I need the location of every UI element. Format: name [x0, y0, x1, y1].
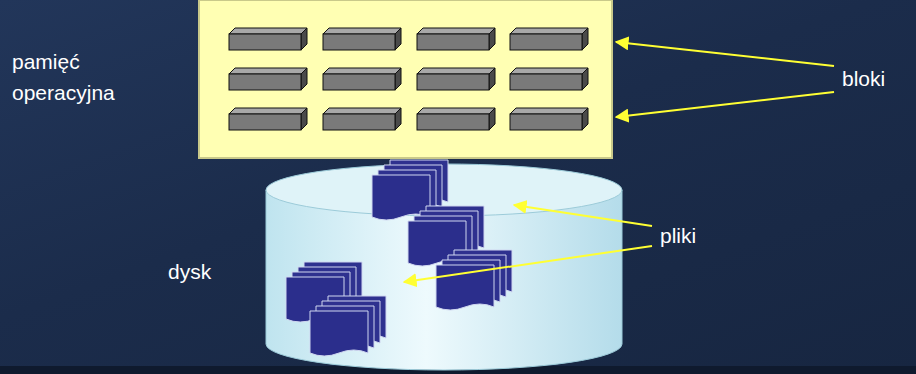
file-stacks — [286, 160, 512, 356]
disk-label: dysk — [168, 256, 248, 287]
memory-panel — [199, 0, 612, 158]
memory-blocks — [229, 28, 588, 130]
files-label: pliki — [660, 220, 740, 251]
blocks-label: bloki — [842, 63, 912, 94]
memory-label: pamięć operacyjna — [12, 46, 152, 108]
leader-arrows — [404, 42, 834, 282]
